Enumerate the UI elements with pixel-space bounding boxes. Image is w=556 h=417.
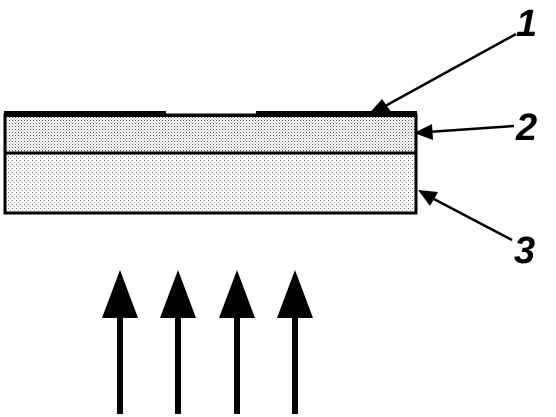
upward-arrow-3 — [219, 270, 255, 414]
substrate-layer — [3, 151, 418, 215]
upward-arrow-4 — [277, 270, 313, 414]
top-film-gap — [166, 115, 256, 117]
upward-arrow-1 — [102, 270, 138, 414]
label-2: 2 — [515, 107, 537, 149]
top-film-left — [4, 111, 166, 117]
top-film-layer — [4, 111, 417, 117]
label-1: 1 — [516, 3, 537, 45]
callout-1 — [366, 32, 517, 117]
upward-arrow-2 — [160, 270, 196, 414]
top-film-right — [256, 111, 417, 117]
callout-3 — [418, 190, 513, 242]
label-3: 3 — [514, 230, 535, 272]
middle-layer — [3, 113, 418, 155]
callout-2 — [414, 124, 515, 140]
